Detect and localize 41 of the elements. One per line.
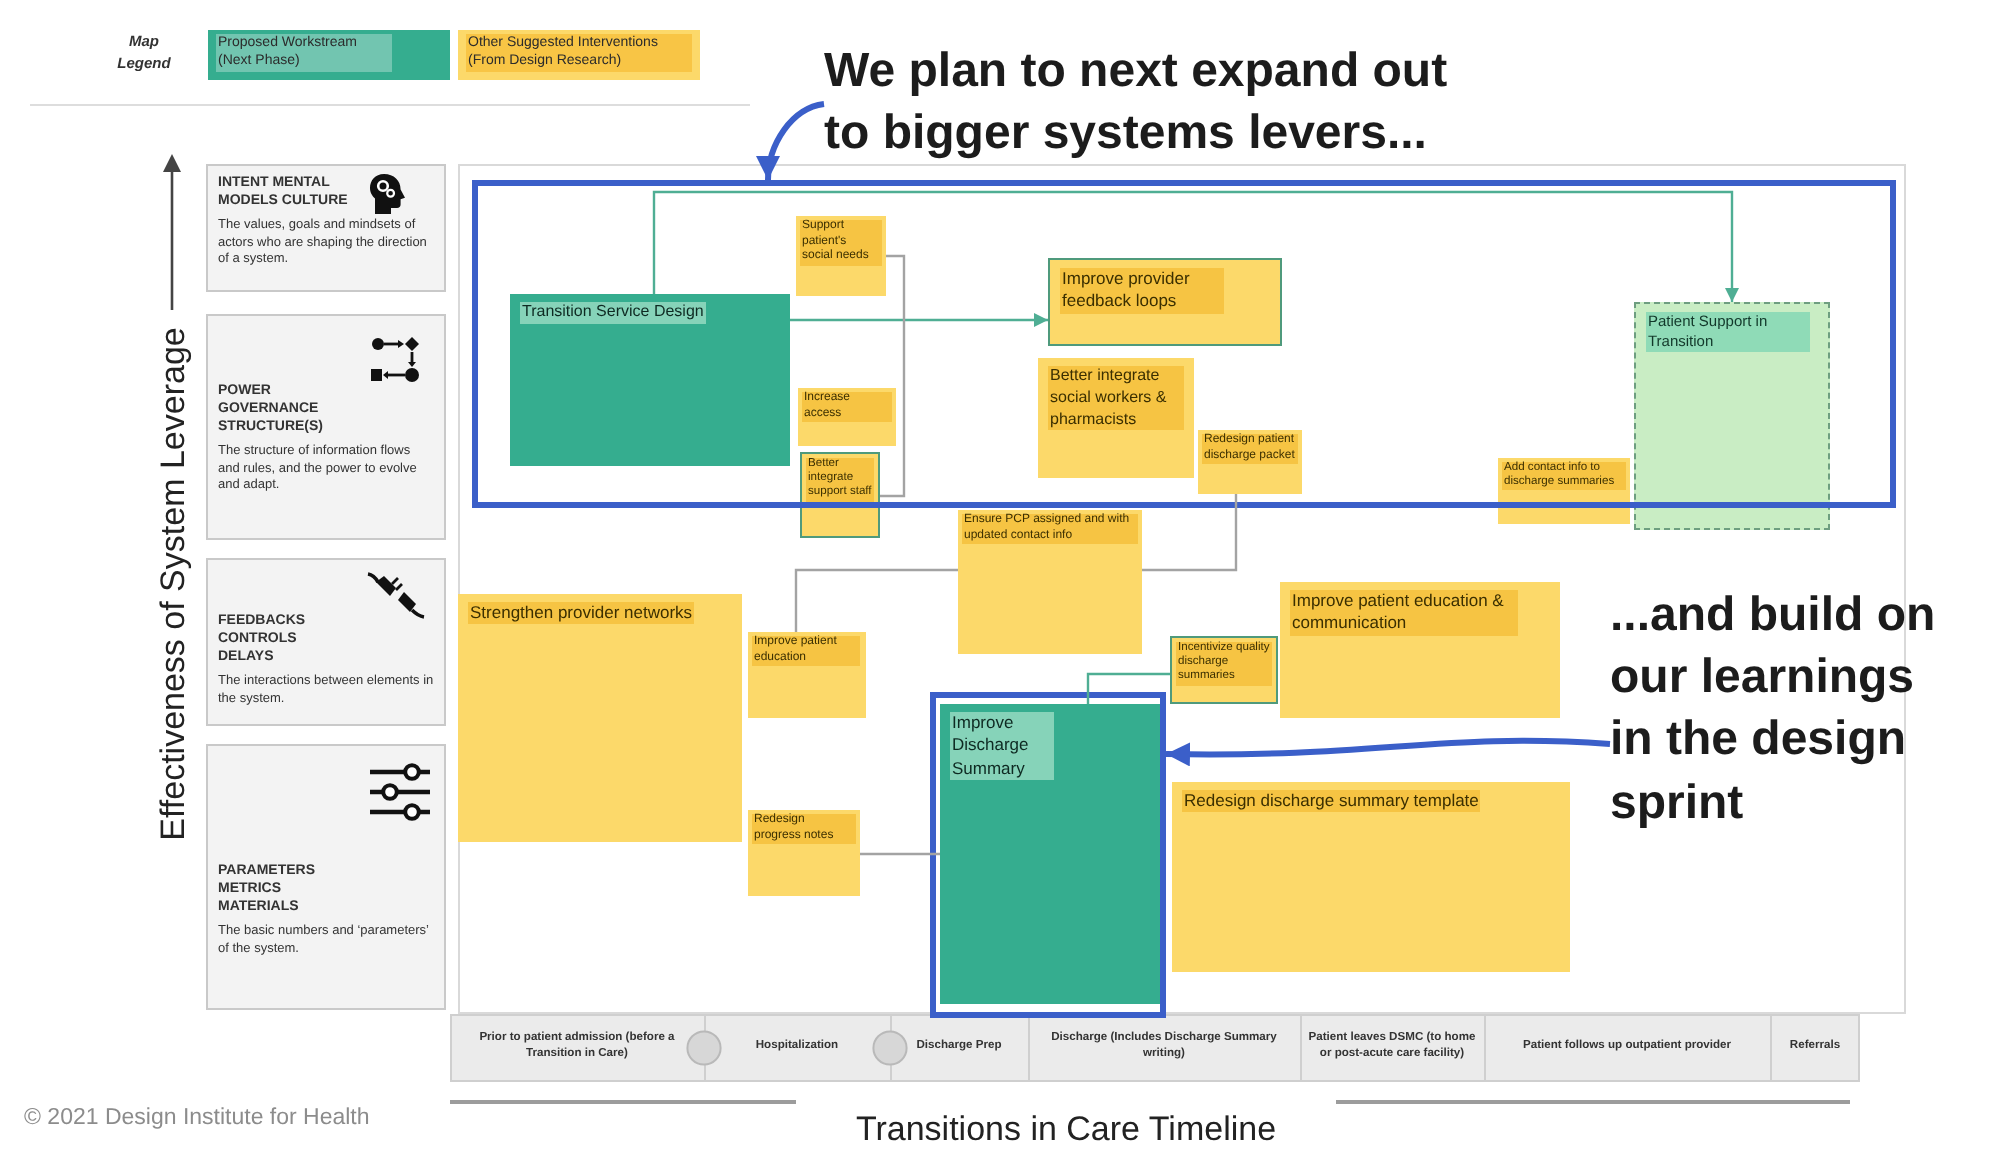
- level-card: [206, 744, 446, 1010]
- sticky-note: [796, 216, 886, 296]
- sticky-note: [748, 810, 860, 896]
- sticky-note: [1038, 358, 1194, 478]
- arrow: [652, 190, 1739, 302]
- sticky-note: [1280, 582, 1560, 718]
- sticky-note: [958, 510, 1142, 654]
- sticky-note: [798, 388, 896, 446]
- level-card: [206, 558, 446, 726]
- dashed-workstream-box: [1634, 302, 1830, 530]
- connector-line: [1142, 494, 1238, 572]
- connector-line: [860, 852, 940, 856]
- arrow: [790, 313, 1048, 327]
- note-text: Redesign discharge summary template: [1182, 790, 1481, 813]
- sticky-note: [1048, 258, 1282, 346]
- curved-arrow: [757, 101, 825, 181]
- annotation-text: We plan to next expand out to bigger systems levers...: [824, 40, 1474, 165]
- connector-line: [880, 254, 906, 498]
- workstream-title: Transition Service Design: [520, 302, 706, 324]
- axis-title: Transitions in Care Timeline: [855, 1110, 1277, 1150]
- curved-arrow: [1165, 737, 1611, 767]
- workstream-title: Improve Discharge Summary: [950, 712, 1054, 781]
- note-text: Improve provider feedback loops: [1060, 268, 1224, 314]
- copyright-notice: © 2021 Design Institute for Health: [24, 1106, 370, 1130]
- sticky-note: [800, 452, 880, 538]
- connector-line: [794, 568, 958, 632]
- note-text: Improve patient education & communication: [1290, 590, 1518, 636]
- level-card: [206, 164, 446, 292]
- note-text: Better integrate social workers & pharmacists: [1048, 366, 1184, 431]
- sticky-note: [748, 632, 866, 718]
- sticky-note: [458, 594, 742, 842]
- sticky-note: [1198, 430, 1302, 494]
- note-text: Strengthen provider networks: [468, 602, 695, 625]
- sticky-note: [1172, 782, 1570, 972]
- sticky-note: [1170, 636, 1278, 704]
- workstream-box: [510, 294, 790, 466]
- sticky-note: [1498, 458, 1630, 524]
- axis-title: Effectiveness of System Leverage: [154, 327, 194, 841]
- connector-line: [1086, 672, 1170, 704]
- level-card: [206, 314, 446, 540]
- annotation-text: ...and build on our learnings in the design sprint: [1610, 584, 1954, 834]
